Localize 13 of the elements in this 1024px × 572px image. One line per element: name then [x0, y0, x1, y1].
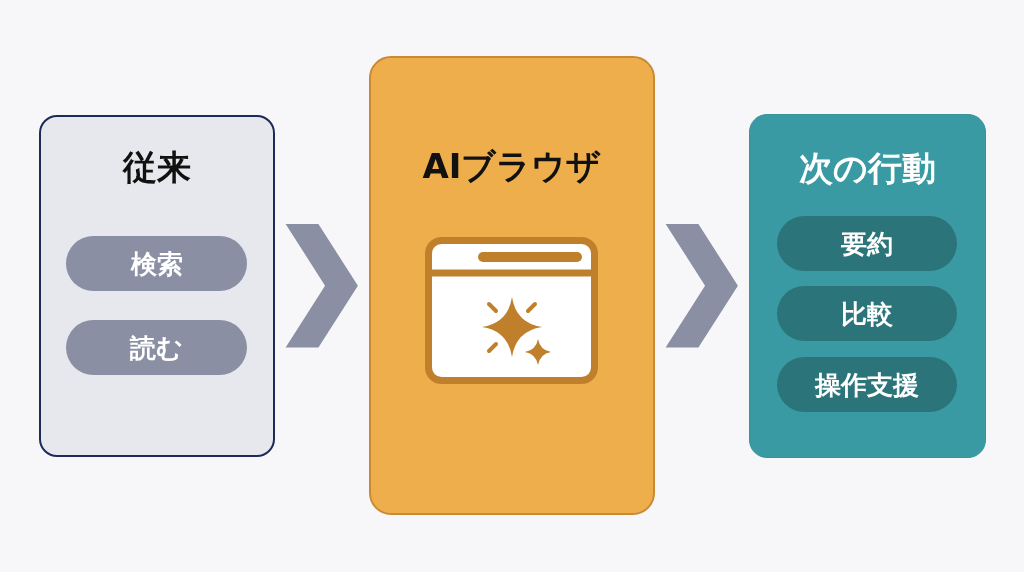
action-pill: 要約 [777, 216, 957, 271]
panel-title: 次の行動 [798, 151, 937, 185]
action-pill: 読む [66, 320, 247, 375]
action-pill: 比較 [777, 286, 957, 341]
chevron-arrow [285, 224, 358, 348]
column-panel [39, 115, 275, 457]
column-panel [749, 114, 986, 458]
panel-title: AIブラウザ [421, 149, 603, 183]
action-pill: 検索 [66, 236, 247, 291]
action-pill: 操作支援 [777, 357, 957, 412]
column-panel [369, 56, 655, 515]
chevron-arrow [665, 224, 738, 348]
panel-title: 従来 [121, 150, 192, 184]
